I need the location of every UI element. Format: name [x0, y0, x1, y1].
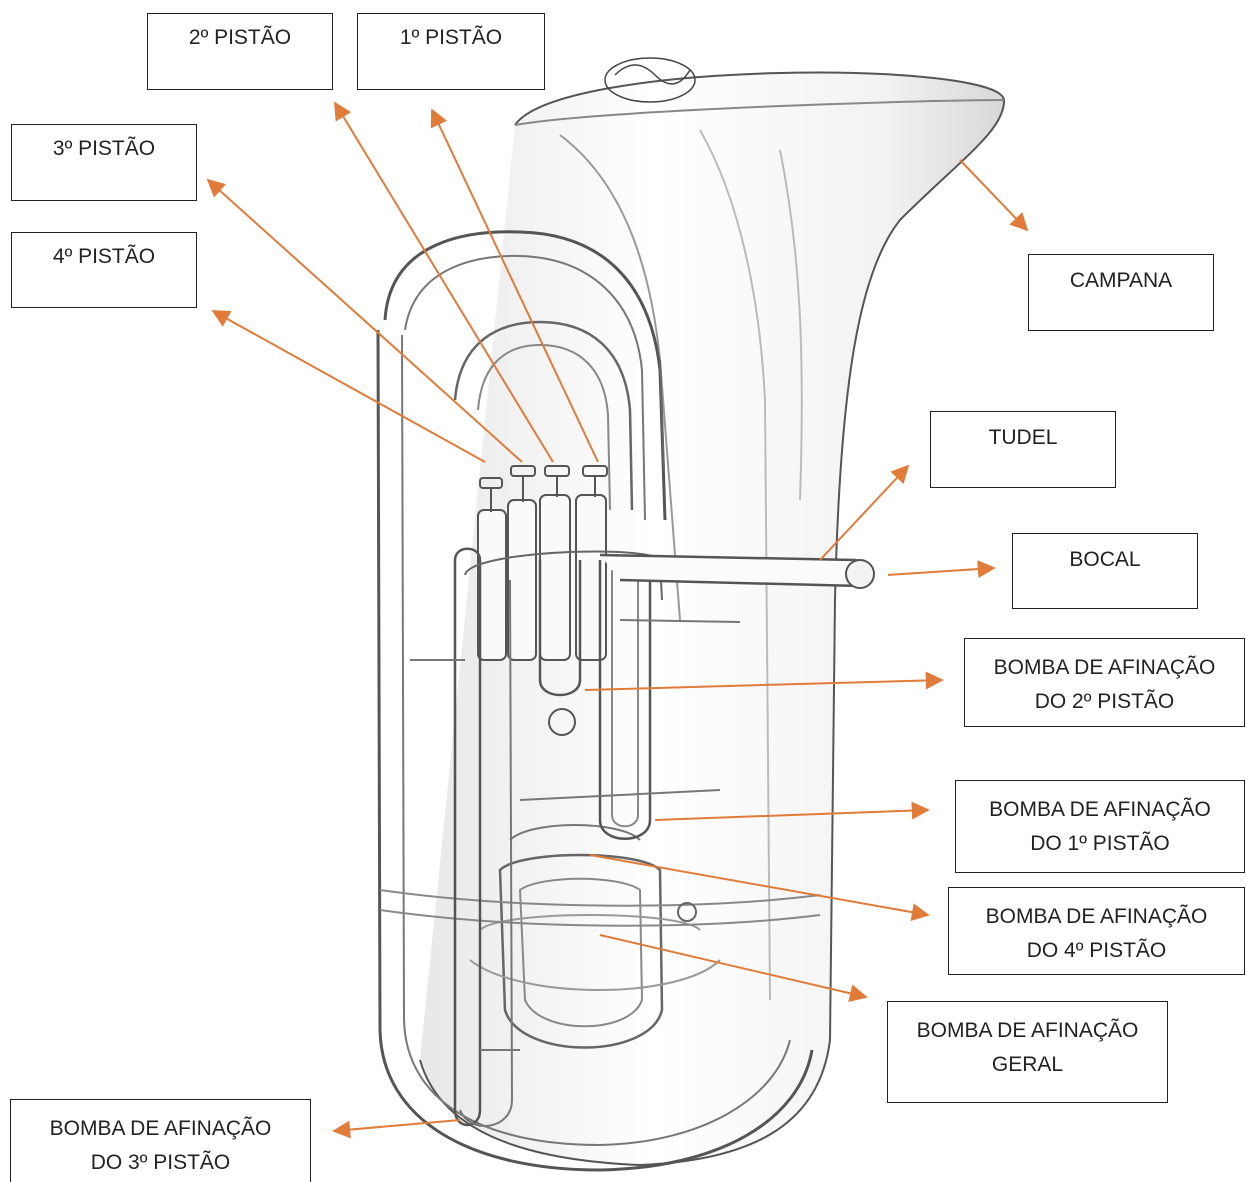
- label-bomba-2-pistao: BOMBA DE AFINAÇÃO DO 2º PISTÃO: [964, 638, 1245, 727]
- arrow-3-pistao: [208, 180, 522, 462]
- label-bomba-2-line1: BOMBA DE AFINAÇÃO: [965, 651, 1244, 685]
- label-bomba-4-line1: BOMBA DE AFINAÇÃO: [949, 900, 1244, 934]
- label-bomba-geral-line2: GERAL: [888, 1048, 1167, 1082]
- label-1-pistao: 1º PISTÃO: [357, 13, 545, 90]
- label-bomba-4-pistao: BOMBA DE AFINAÇÃO DO 4º PISTÃO: [948, 887, 1245, 975]
- label-3-pistao: 3º PISTÃO: [11, 124, 197, 201]
- label-bomba-1-pistao: BOMBA DE AFINAÇÃO DO 1º PISTÃO: [955, 780, 1245, 873]
- label-4-pistao: 4º PISTÃO: [11, 232, 197, 308]
- arrow-bomba-3: [334, 1120, 460, 1131]
- label-tudel: TUDEL: [930, 411, 1116, 488]
- label-bomba-2-line2: DO 2º PISTÃO: [965, 685, 1244, 719]
- label-bomba-geral: BOMBA DE AFINAÇÃO GERAL: [887, 1001, 1168, 1103]
- label-campana: CAMPANA: [1028, 254, 1214, 331]
- label-bomba-1-line1: BOMBA DE AFINAÇÃO: [956, 793, 1244, 827]
- arrow-4-pistao: [213, 311, 485, 462]
- label-bomba-geral-line1: BOMBA DE AFINAÇÃO: [888, 1014, 1167, 1048]
- label-2-pistao: 2º PISTÃO: [147, 13, 333, 90]
- label-bomba-3-line2: DO 3º PISTÃO: [11, 1146, 310, 1180]
- label-bomba-1-line2: DO 1º PISTÃO: [956, 827, 1244, 861]
- arrow-bocal: [888, 568, 994, 575]
- label-bomba-3-pistao: BOMBA DE AFINAÇÃO DO 3º PISTÃO: [10, 1099, 311, 1182]
- label-bomba-4-line2: DO 4º PISTÃO: [949, 934, 1244, 968]
- leadpipe: [600, 555, 867, 586]
- arrow-campana: [960, 160, 1027, 230]
- label-bomba-3-line1: BOMBA DE AFINAÇÃO: [11, 1112, 310, 1146]
- label-bocal: BOCAL: [1012, 533, 1198, 609]
